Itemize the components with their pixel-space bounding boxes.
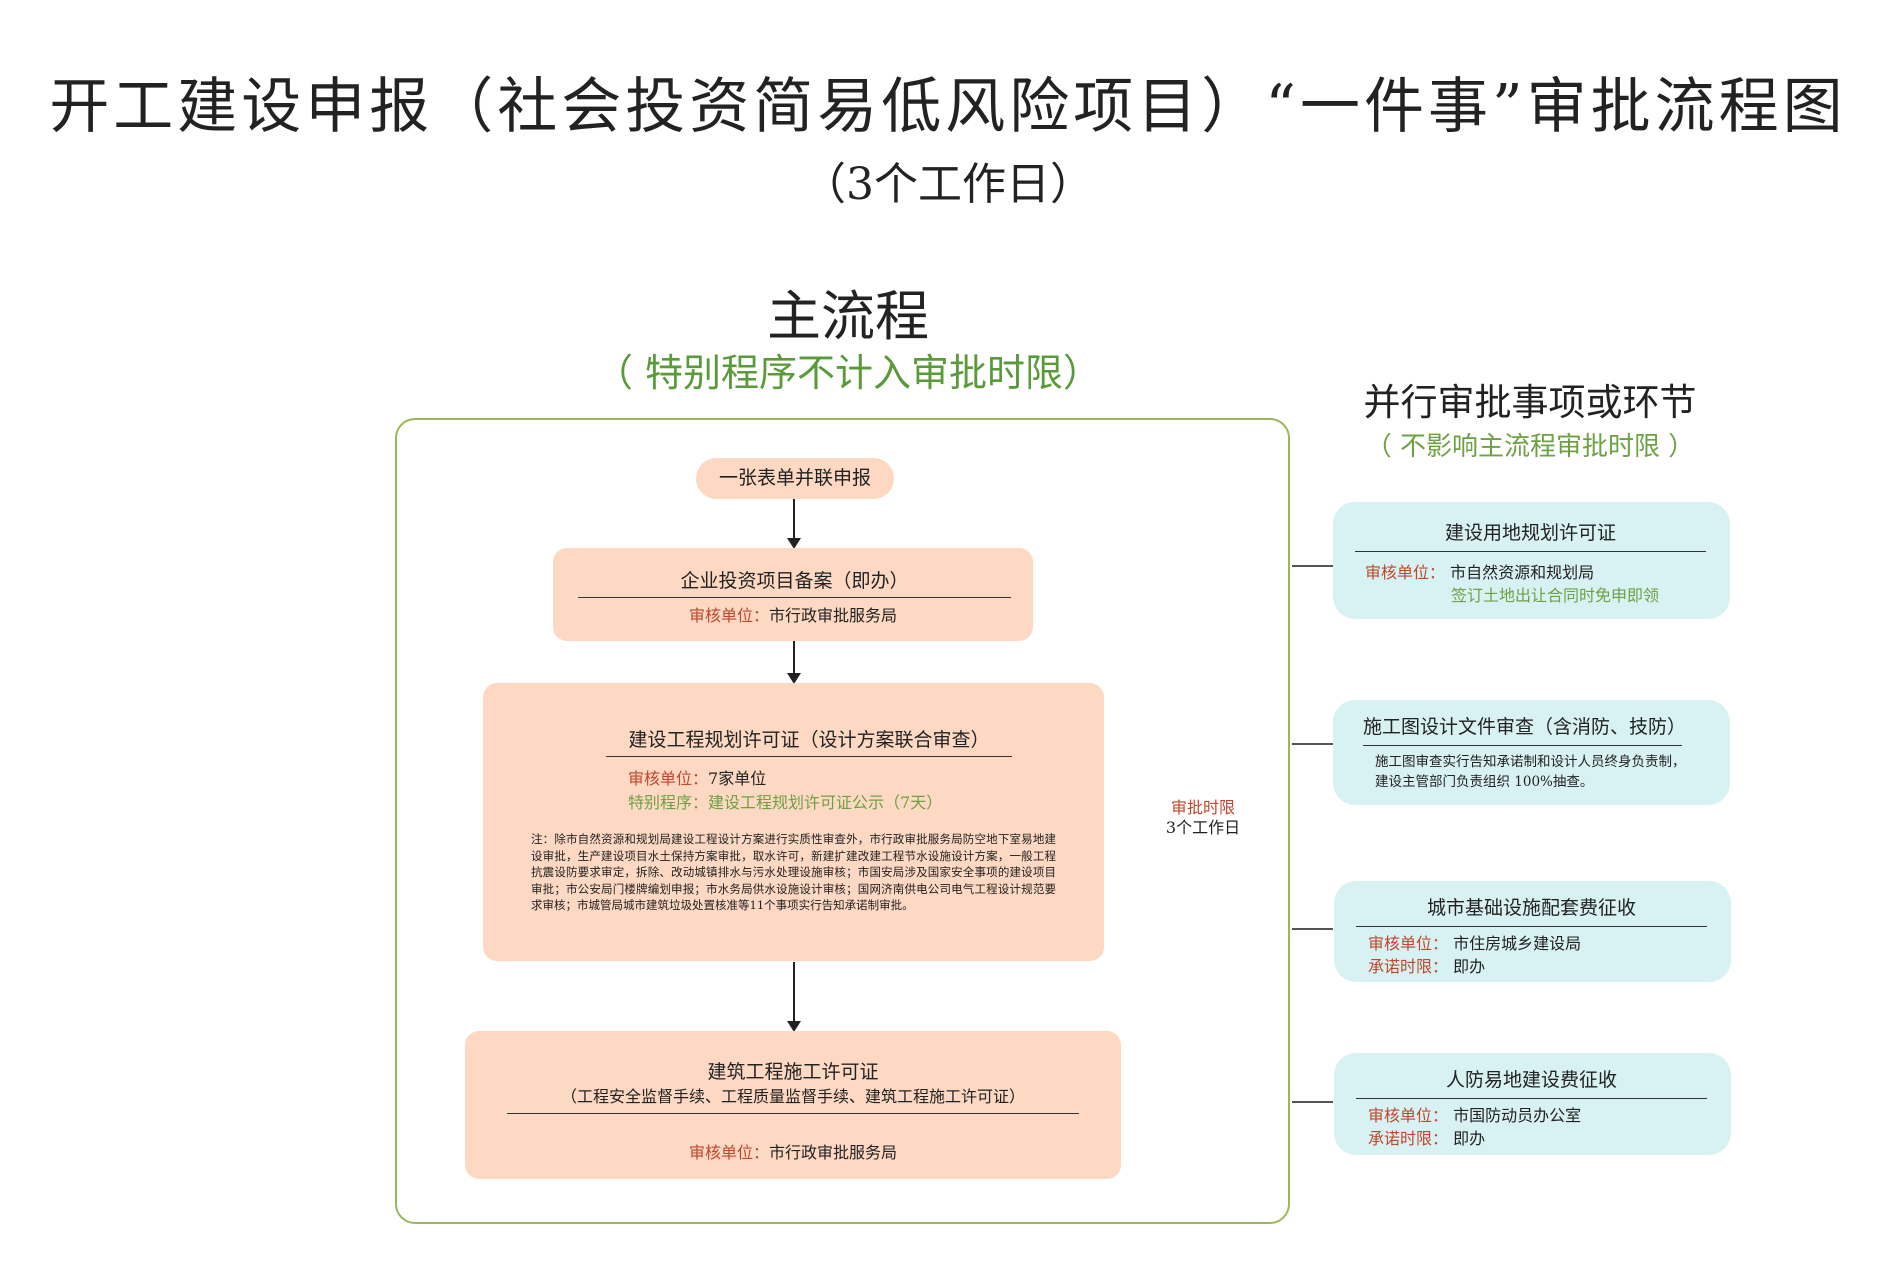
arrow-down xyxy=(787,641,801,684)
unit-value: 市住房城乡建设局 xyxy=(1453,934,1582,953)
main-flow-frame xyxy=(395,418,1290,1224)
parallel-heading: 并行审批事项或环节 xyxy=(1363,381,1697,424)
parallel-item-civil-defense-fee: 人防易地建设费征收 审核单位： 市国防动员办公室 承诺时限： 即办 xyxy=(1334,1053,1731,1155)
step-subtitle: （工程安全监督手续、工程质量监督手续、建筑工程施工许可证） xyxy=(507,1083,1079,1114)
limit-value: 即办 xyxy=(1453,957,1486,976)
special-label: 特别程序： xyxy=(628,793,709,812)
limit-label: 承诺时限： xyxy=(1368,957,1449,976)
item-limit: 承诺时限： 即办 xyxy=(1368,1125,1485,1149)
desc-line: 建设主管部门负责组织 100%抽查。 xyxy=(1375,774,1594,790)
unit-label: 审核单位： xyxy=(1368,1106,1449,1125)
item-unit: 审核单位： 市国防动员办公室 xyxy=(1368,1102,1581,1126)
unit-value: 7家单位 xyxy=(708,769,767,788)
connector-line xyxy=(1292,1101,1333,1103)
step-form-submission: 一张表单并联申报 xyxy=(696,458,894,499)
item-unit: 审核单位： 市自然资源和规划局 xyxy=(1365,559,1594,583)
parallel-item-drawing-review: 施工图设计文件审查（含消防、技防） 施工图审查实行告知承诺制和设计人员终身负责制… xyxy=(1333,700,1730,805)
step-title: 企业投资项目备案（即办） xyxy=(578,566,1011,598)
item-title: 城市基础设施配套费征收 xyxy=(1356,893,1707,927)
unit-label: 审核单位： xyxy=(1368,934,1449,953)
step-project-filing: 企业投资项目备案（即办） 审核单位：市行政审批服务局 xyxy=(553,548,1033,641)
step-unit: 审核单位：市行政审批服务局 xyxy=(465,1139,1121,1163)
parallel-item-land-permit: 建设用地规划许可证 审核单位： 市自然资源和规划局 签订土地出让合同时免申即领 xyxy=(1333,502,1730,619)
time-limit-label: 审批时限 xyxy=(1170,798,1235,817)
item-desc: 施工图审查实行告知承诺制和设计人员终身负责制， 建设主管部门负责组织 100%抽… xyxy=(1375,752,1686,792)
main-flow-note: （ 特别程序不计入审批时限） xyxy=(594,351,1102,395)
connector-line xyxy=(1292,743,1333,745)
arrow-down xyxy=(787,962,801,1032)
unit-value: 市行政审批服务局 xyxy=(769,606,898,625)
step-title: 一张表单并联申报 xyxy=(718,467,871,489)
item-limit: 承诺时限： 即办 xyxy=(1368,953,1485,977)
parallel-item-infrastructure-fee: 城市基础设施配套费征收 审核单位： 市住房城乡建设局 承诺时限： 即办 xyxy=(1334,881,1731,982)
unit-label: 审核单位： xyxy=(688,1143,769,1162)
page-subtitle: （3个工作日） xyxy=(802,159,1094,210)
unit-value: 市国防动员办公室 xyxy=(1453,1106,1582,1125)
time-limit: 审批时限 3个工作日 xyxy=(1140,798,1266,838)
unit-value: 市自然资源和规划局 xyxy=(1450,563,1595,582)
unit-label: 审核单位： xyxy=(1365,563,1446,582)
page-title: 开工建设申报（社会投资简易低风险项目）“一件事”审批流程图 xyxy=(49,72,1847,142)
step-footnote: 注：除市自然资源和规划局建设工程设计方案进行实质性审查外，市行政审批服务局防空地… xyxy=(531,832,1056,912)
step-construction-permit: 建筑工程施工许可证 （工程安全监督手续、工程质量监督手续、建筑工程施工许可证） … xyxy=(465,1031,1121,1179)
step-special: 特别程序：建设工程规划许可证公示（7天） xyxy=(628,789,942,813)
unit-label: 审核单位： xyxy=(628,769,709,788)
unit-value: 市行政审批服务局 xyxy=(769,1143,898,1162)
step-title: 建设工程规划许可证（设计方案联合审查） xyxy=(606,725,1012,757)
item-title: 建设用地规划许可证 xyxy=(1355,518,1706,552)
step-unit: 审核单位：市行政审批服务局 xyxy=(553,602,1033,626)
connector-line xyxy=(1292,565,1333,567)
special-value: 建设工程规划许可证公示（7天） xyxy=(708,793,943,812)
parallel-note: （ 不影响主流程审批时限 ） xyxy=(1365,432,1695,462)
arrow-down xyxy=(787,499,801,549)
step-unit: 审核单位：7家单位 xyxy=(628,765,766,789)
limit-value: 即办 xyxy=(1453,1129,1486,1148)
step-planning-permit: 建设工程规划许可证（设计方案联合审查） 审核单位：7家单位 特别程序：建设工程规… xyxy=(483,683,1104,961)
unit-label: 审核单位： xyxy=(688,606,769,625)
time-limit-value: 3个工作日 xyxy=(1165,818,1241,837)
item-extra: 签订土地出让合同时免申即领 xyxy=(1451,586,1660,605)
connector-line xyxy=(1292,928,1333,930)
item-title: 施工图设计文件审查（含消防、技防） xyxy=(1363,712,1686,746)
step-title: 建筑工程施工许可证 xyxy=(707,1061,879,1083)
main-flow-heading: 主流程 xyxy=(767,285,929,348)
limit-label: 承诺时限： xyxy=(1368,1129,1449,1148)
item-title: 人防易地建设费征收 xyxy=(1356,1065,1707,1099)
item-unit: 审核单位： 市住房城乡建设局 xyxy=(1368,930,1581,954)
desc-line: 施工图审查实行告知承诺制和设计人员终身负责制， xyxy=(1375,754,1686,770)
